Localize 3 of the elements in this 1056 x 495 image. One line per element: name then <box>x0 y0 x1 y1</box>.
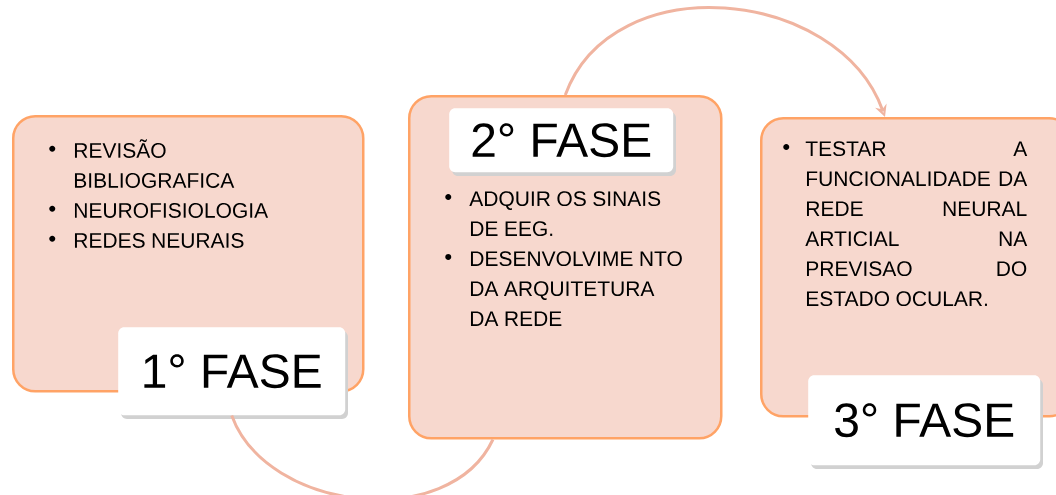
phase-label: 1° FASE <box>118 327 348 419</box>
phase-label: 2° FASE <box>449 108 676 176</box>
phase-label: 3° FASE <box>808 375 1043 469</box>
